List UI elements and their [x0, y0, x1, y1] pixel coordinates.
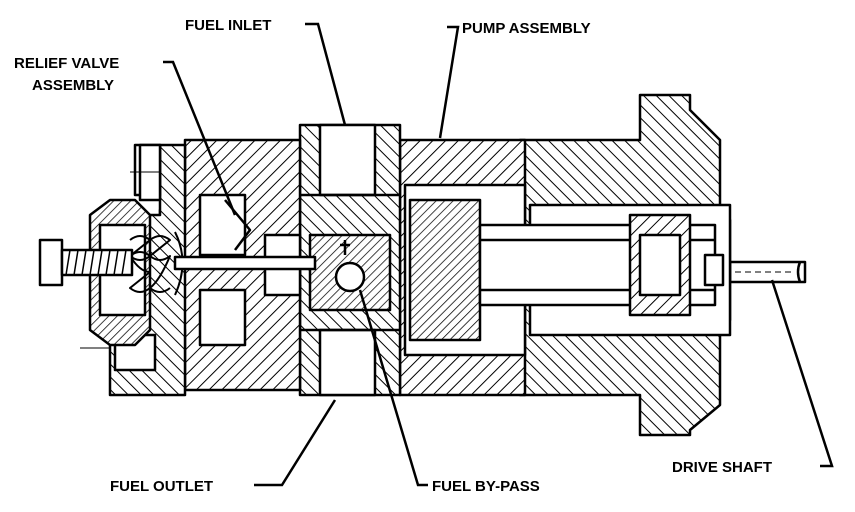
label-pump-assembly: PUMP ASSEMBLY — [462, 20, 591, 37]
drive-shaft — [728, 260, 807, 284]
valve-stem — [173, 255, 317, 271]
leader-lines — [163, 22, 834, 487]
inlet-outlet-block — [298, 123, 402, 397]
label-fuel-outlet: FUEL OUTLET — [110, 478, 213, 495]
label-fuel-bypass: FUEL BY-PASS — [432, 478, 540, 495]
label-fuel-inlet: FUEL INLET — [185, 17, 271, 34]
rotor-shaft — [408, 198, 725, 342]
label-relief-valve-assembly: ASSEMBLY — [32, 77, 114, 94]
label-relief-valve: RELIEF VALVE — [14, 55, 119, 72]
label-drive-shaft: DRIVE SHAFT — [672, 459, 772, 476]
